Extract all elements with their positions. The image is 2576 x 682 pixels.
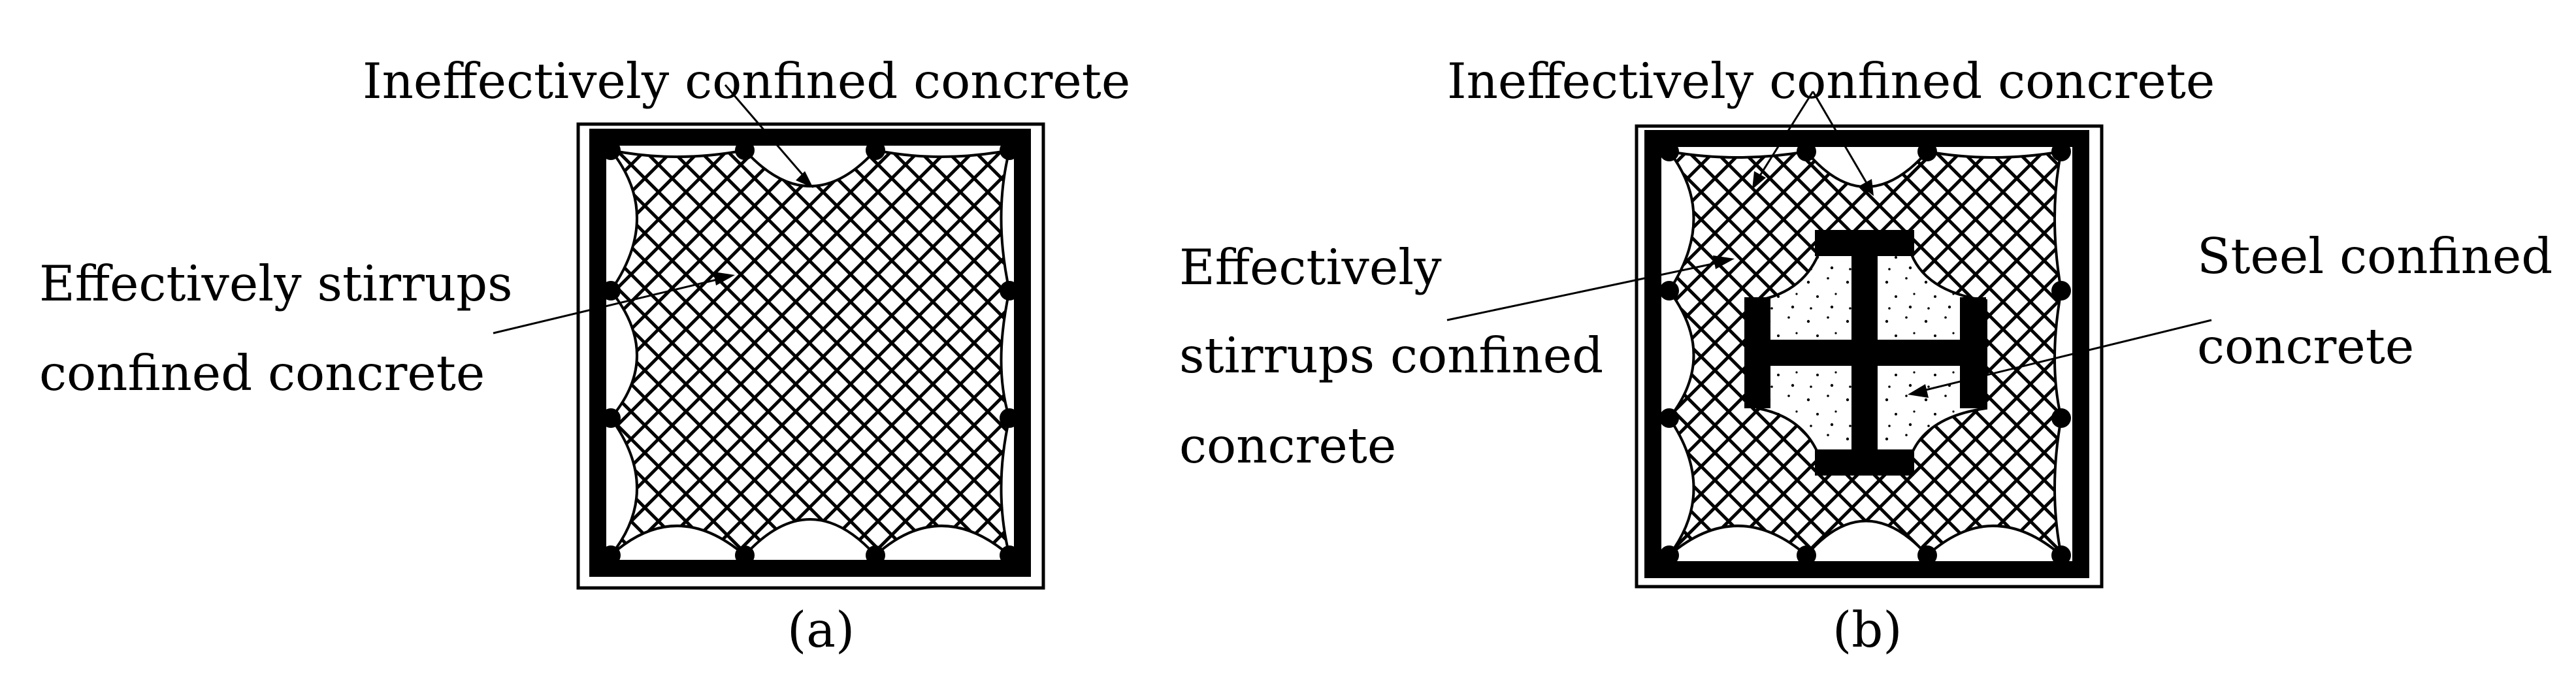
rebar-b-5: [1659, 281, 1679, 300]
leader-ineffective-a: [724, 84, 808, 180]
leader-effective-b: [1446, 260, 1725, 321]
rebar-b-3: [1917, 142, 1937, 161]
leader-effective-a: [493, 276, 726, 334]
label-effective-a-line2: confined concrete: [39, 344, 485, 402]
rebar-a-8: [1000, 408, 1019, 428]
arrowhead-steel-b: [1908, 384, 1929, 398]
rebar-a-3: [866, 140, 885, 160]
rebar-a-12: [1000, 545, 1019, 565]
panel-a: Ineffectively confined concrete Effectiv…: [39, 52, 1130, 658]
rebar-a-2: [735, 140, 755, 160]
rebar-b-10: [1797, 545, 1816, 565]
rebar-b-11: [1917, 545, 1937, 565]
label-effective-b-line2: stirrups confined: [1179, 327, 1603, 384]
arrowhead-ineffective-b-right: [1860, 179, 1874, 196]
rebar-b-1: [1659, 142, 1679, 161]
label-effective-b-line1: Effectively: [1179, 238, 1442, 296]
leader-steel-b: [1917, 319, 2212, 393]
label-steel-b-line2: concrete: [2197, 317, 2414, 375]
longitudinal-bars-a: [601, 140, 1019, 565]
rebar-b-12: [2051, 545, 2071, 565]
label-effective-a-line1: Effectively stirrups: [39, 255, 513, 312]
rebar-a-5: [601, 281, 621, 300]
leader-lines-b: [1446, 91, 2212, 398]
cross-steel-section-b: [1744, 230, 1986, 476]
rebar-a-6: [1000, 281, 1019, 300]
rebar-b-8: [2051, 408, 2071, 428]
effective-confined-region-a: [608, 148, 1012, 559]
rebar-a-7: [601, 408, 621, 428]
leader-ineffective-b-right: [1812, 91, 1870, 187]
label-ineffective-b: Ineffectively confined concrete: [1447, 52, 2215, 110]
rebar-a-4: [1000, 140, 1019, 160]
rebar-b-6: [2051, 281, 2071, 300]
panel-b: Ineffectively confined concrete Effectiv…: [1179, 52, 2552, 658]
rebar-b-7: [1659, 408, 1679, 428]
arrowhead-effective-b: [1713, 255, 1735, 269]
rebar-a-10: [735, 545, 755, 565]
leader-lines-a: [493, 84, 813, 334]
arrowhead-ineffective-b-left: [1752, 171, 1766, 189]
arrowhead-effective-a: [713, 272, 735, 285]
rebar-b-9: [1659, 545, 1679, 565]
rebar-b-2: [1797, 142, 1816, 161]
longitudinal-bars-b: [1659, 142, 2071, 565]
label-steel-b-line1: Steel confined: [2197, 227, 2552, 285]
rebar-a-11: [866, 545, 885, 565]
leader-ineffective-b-left: [1756, 91, 1814, 180]
rebar-b-4: [2051, 142, 2071, 161]
rebar-a-1: [601, 140, 621, 160]
arrowhead-ineffective-a: [796, 171, 813, 188]
label-effective-b-line3: concrete: [1179, 417, 1396, 474]
caption-a: (a): [787, 601, 855, 658]
steel-web-horizontal: [1744, 340, 1986, 366]
rebar-a-9: [601, 545, 621, 565]
label-ineffective-a: Ineffectively confined concrete: [363, 52, 1130, 110]
caption-b: (b): [1833, 601, 1902, 658]
